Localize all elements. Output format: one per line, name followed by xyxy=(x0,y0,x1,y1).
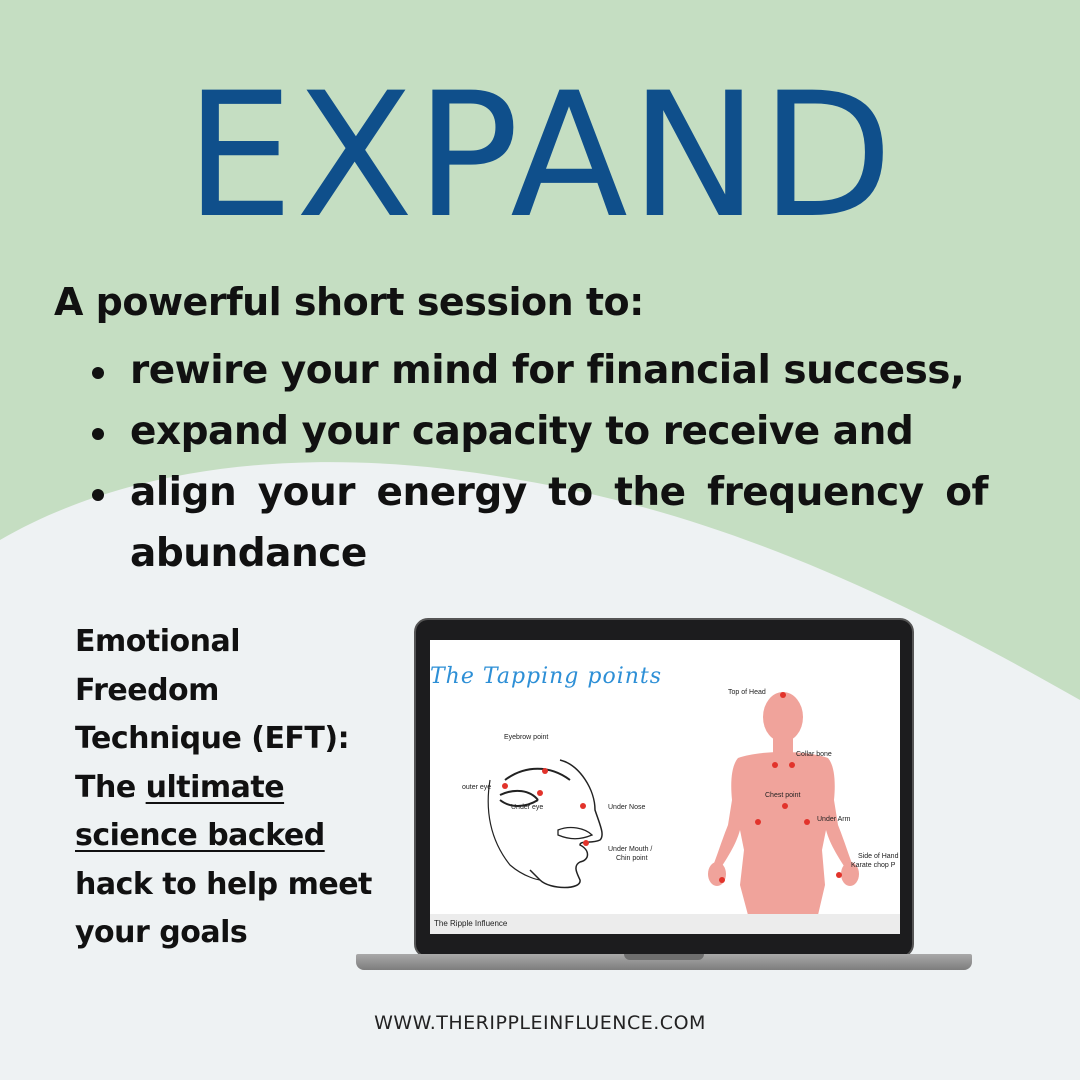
eft-the: The xyxy=(75,769,146,805)
eft-line: Freedom xyxy=(75,672,219,708)
benefit-item: align your energy to the frequency of ab… xyxy=(88,462,989,584)
tap-point-under-nose xyxy=(580,803,586,809)
benefit-list: rewire your mind for financial success, … xyxy=(88,340,989,584)
laptop-screen: The Tapping points xyxy=(430,640,900,934)
slide-title: The Tapping points xyxy=(430,664,663,689)
label-under-nose: Under Nose xyxy=(608,804,646,811)
tap-point-chest xyxy=(782,803,788,809)
tap-point-chin xyxy=(583,840,589,846)
laptop-notch xyxy=(624,954,704,960)
label-karate-chop: Karate chop P xyxy=(851,862,896,869)
page-title: EXPAND xyxy=(185,55,895,256)
eft-science-backed-underlined: science backed xyxy=(75,818,325,853)
benefit-text: rewire your mind for financial success, xyxy=(130,348,965,393)
bullet-icon xyxy=(92,367,104,379)
label-side-of-hand: Side of Hand xyxy=(858,853,899,860)
slide-footer: The Ripple Influence xyxy=(430,914,900,934)
benefit-text: expand your capacity to receive and xyxy=(130,409,914,454)
laptop-mockup: The Tapping points xyxy=(356,618,972,974)
laptop-base xyxy=(356,954,972,970)
tap-point-hand-left xyxy=(719,877,725,883)
tap-point-under-arm-right xyxy=(804,819,810,825)
website-url: WWW.THERIPPLEINFLUENCE.COM xyxy=(374,1012,706,1034)
bullet-icon xyxy=(92,489,104,501)
benefit-item: rewire your mind for financial success, xyxy=(88,340,988,401)
label-collar-bone: Collar bone xyxy=(796,751,832,758)
label-eyebrow: Eyebrow point xyxy=(504,734,549,741)
eft-line: Technique (EFT): xyxy=(75,721,350,756)
tap-point-collar-right xyxy=(789,762,795,768)
label-outer-eye: outer eye xyxy=(462,784,492,791)
tap-point-hand-right xyxy=(836,872,842,878)
face-illustration xyxy=(487,692,859,915)
tap-point-eyebrow xyxy=(542,768,548,774)
tap-point-outer-eye xyxy=(502,783,508,789)
tap-point-collar-left xyxy=(772,762,778,768)
label-under-mouth: Under Mouth / xyxy=(608,846,653,853)
intro-text: A powerful short session to: xyxy=(54,280,644,324)
label-under-arm: Under Arm xyxy=(817,816,851,823)
benefit-item: expand your capacity to receive and xyxy=(88,401,988,462)
eft-line: Emotional xyxy=(75,624,240,659)
benefit-text: align your energy to the frequency of ab… xyxy=(130,470,989,576)
bullet-icon xyxy=(92,428,104,440)
label-top-of-head: Top of Head xyxy=(728,689,766,696)
eft-description: Emotional Freedom Technique (EFT): The u… xyxy=(75,618,385,958)
label-chin-point: Chin point xyxy=(616,855,648,862)
eft-line: your goals xyxy=(75,915,248,950)
label-under-eye: Under eye xyxy=(511,804,544,811)
eft-ultimate-underlined: ultimate xyxy=(145,769,285,805)
tap-point-top-of-head xyxy=(780,692,786,698)
eft-line: hack to help meet xyxy=(75,866,372,902)
tap-point-under-eye xyxy=(537,790,543,796)
label-chest-point: Chest point xyxy=(765,792,801,799)
eft-line: The ultimate xyxy=(75,764,385,813)
eft-line: science backed xyxy=(75,812,385,861)
laptop-lid: The Tapping points xyxy=(414,618,914,958)
tap-point-under-arm-left xyxy=(755,819,761,825)
